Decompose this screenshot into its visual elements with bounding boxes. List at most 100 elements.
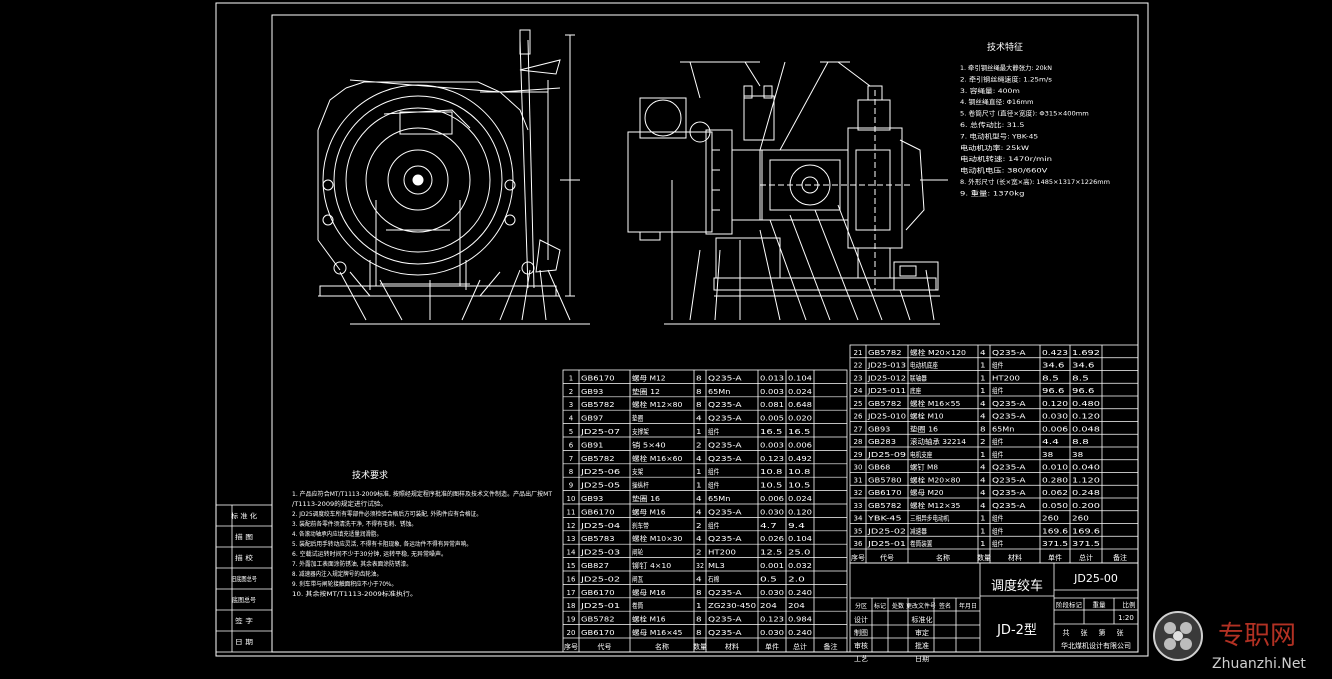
side-stamp-label: 日 期	[235, 638, 254, 646]
table-cell: 0.024	[788, 495, 813, 503]
table-cell: 0.030	[760, 629, 784, 637]
tech-requirement-item: 2. JD25调度绞车所有零部件必须检验合格后方可装配, 外购件应有合格证。	[292, 510, 482, 518]
table-cell: 8.8	[1072, 438, 1089, 446]
table-cell: GB283	[868, 438, 896, 446]
sheet-label: 共	[1063, 628, 1070, 637]
table-cell: 260	[1072, 515, 1089, 523]
tech-requirement-item: 5. 装配后用手转动应灵活, 不得有卡阻现象, 各运动件不得有异常声响。	[292, 540, 472, 548]
table-cell: 0.123	[760, 455, 784, 463]
table-cell: HT200	[992, 374, 1020, 382]
table-cell: 38	[1042, 451, 1053, 459]
table-header: 数量	[693, 642, 707, 651]
table-cell: 0.010	[1042, 464, 1068, 472]
table-cell: 1.120	[1072, 476, 1100, 484]
table-row-no: 20	[567, 629, 576, 637]
table-cell: 0.024	[788, 388, 813, 396]
table-cell: Q235-A	[708, 629, 742, 637]
table-cell: Q235-A	[708, 455, 742, 463]
table-cell: 10.5	[788, 482, 810, 490]
table-cell: GB827	[581, 562, 609, 570]
table-row-no: 18	[567, 602, 576, 610]
drawing-scale: 1:20	[1118, 614, 1134, 622]
table-row-no: 1	[569, 374, 573, 382]
table-row-no: 7	[569, 455, 573, 463]
table-cell: 组件	[708, 521, 719, 530]
table-cell: 底座	[910, 386, 921, 395]
table-cell: 4	[980, 502, 986, 510]
table-cell: 滚动轴承 32214	[910, 437, 967, 446]
approval-label: 标准化	[912, 615, 933, 624]
parts-table-left-grid	[562, 369, 848, 653]
sheet-label: 张	[1117, 628, 1124, 637]
table-cell: 螺栓 M20×80	[910, 475, 960, 484]
table-cell: 1	[980, 527, 986, 535]
table-cell: GB5782	[868, 349, 902, 357]
table-cell: 组件	[992, 514, 1003, 523]
signature-row-label: 设计	[854, 615, 868, 624]
table-cell: Q235-A	[708, 589, 742, 597]
table-row-no: 32	[854, 489, 863, 497]
table-cell: 9.4	[788, 522, 806, 530]
table-row-no: 36	[854, 540, 863, 548]
table-cell: JD25-07	[580, 428, 621, 436]
table-cell: 4	[696, 415, 702, 423]
table-cell: 螺母 M16	[632, 507, 666, 516]
watermark-en: Zhuanzhi.Net	[1212, 656, 1306, 672]
table-cell: 0.104	[788, 374, 813, 382]
drawing-model: JD-2型	[996, 623, 1037, 638]
table-cell: 螺栓 M12×35	[910, 501, 960, 510]
table-cell: 96.6	[1072, 387, 1095, 395]
table-cell: 4	[696, 575, 702, 583]
table-cell: 8.5	[1072, 374, 1089, 382]
table-row-no: 33	[854, 502, 863, 510]
signature-row-label: 工艺	[854, 655, 868, 663]
tech-feature-item: 1. 牵引钢丝绳最大静张力: 20kN	[960, 63, 1052, 72]
drawing-title: 调度绞车	[991, 578, 1043, 594]
table-cell: 10.5	[760, 482, 782, 490]
table-cell: 组件	[708, 481, 719, 490]
table-cell: 0.030	[1042, 413, 1068, 421]
revision-column-label: 标记	[874, 602, 886, 610]
table-cell: 260	[1042, 515, 1059, 523]
table-cell: 25.0	[788, 549, 810, 557]
table-cell: 1	[980, 362, 986, 370]
revision-column-label: 处数	[892, 602, 904, 610]
table-header: 总计	[793, 642, 807, 651]
table-cell: 螺母 M20	[910, 488, 944, 497]
title-block: 调度绞车JD-2型JD25-00阶段标记重量比例1:20共张第张华北煤机设计有限…	[854, 572, 1136, 663]
table-cell: Q235-A	[992, 476, 1026, 484]
table-row-no: 29	[854, 451, 863, 459]
table-cell: GB97	[581, 415, 603, 423]
table-cell: ML3	[708, 562, 725, 570]
table-cell: GB5783	[581, 535, 615, 543]
table-cell: JD25-02	[580, 575, 621, 583]
side-view	[627, 61, 948, 325]
table-header: 序号	[564, 642, 578, 651]
table-cell: 34.6	[1042, 362, 1065, 370]
table-row-no: 30	[854, 464, 863, 472]
table-row-no: 31	[854, 476, 863, 484]
table-cell: 371.5	[1042, 540, 1068, 548]
table-cell: 4	[980, 349, 986, 357]
approval-label: 日期	[915, 655, 929, 663]
table-cell: 0.003	[760, 441, 784, 449]
table-header: 单件	[1048, 553, 1062, 562]
table-row-no: 34	[854, 515, 863, 523]
table-cell: 卷筒装置	[910, 539, 932, 548]
tech-requirement-item: 9. 刹车带与闸轮接触面积应不小于70%。	[292, 580, 397, 588]
table-cell: 1	[980, 515, 986, 523]
table-cell: 0.120	[1042, 400, 1068, 408]
table-cell: 0.248	[1072, 489, 1100, 497]
tech-feature-item: 6. 总传动比: 31.5	[960, 120, 1024, 129]
outer-frame	[215, 2, 1149, 657]
tech-features-heading: 技术特征	[987, 41, 1023, 53]
table-cell: 石棉	[708, 574, 719, 583]
weight-label: 重量	[1093, 601, 1107, 609]
table-cell: 组件	[992, 450, 1003, 459]
table-row-no: 15	[567, 562, 576, 570]
watermark-logo	[1153, 611, 1203, 661]
table-cell: 0.123	[760, 616, 784, 624]
table-cell: 169.6	[1042, 527, 1069, 535]
table-header: 名称	[936, 553, 950, 562]
side-stamp-table	[215, 504, 273, 653]
